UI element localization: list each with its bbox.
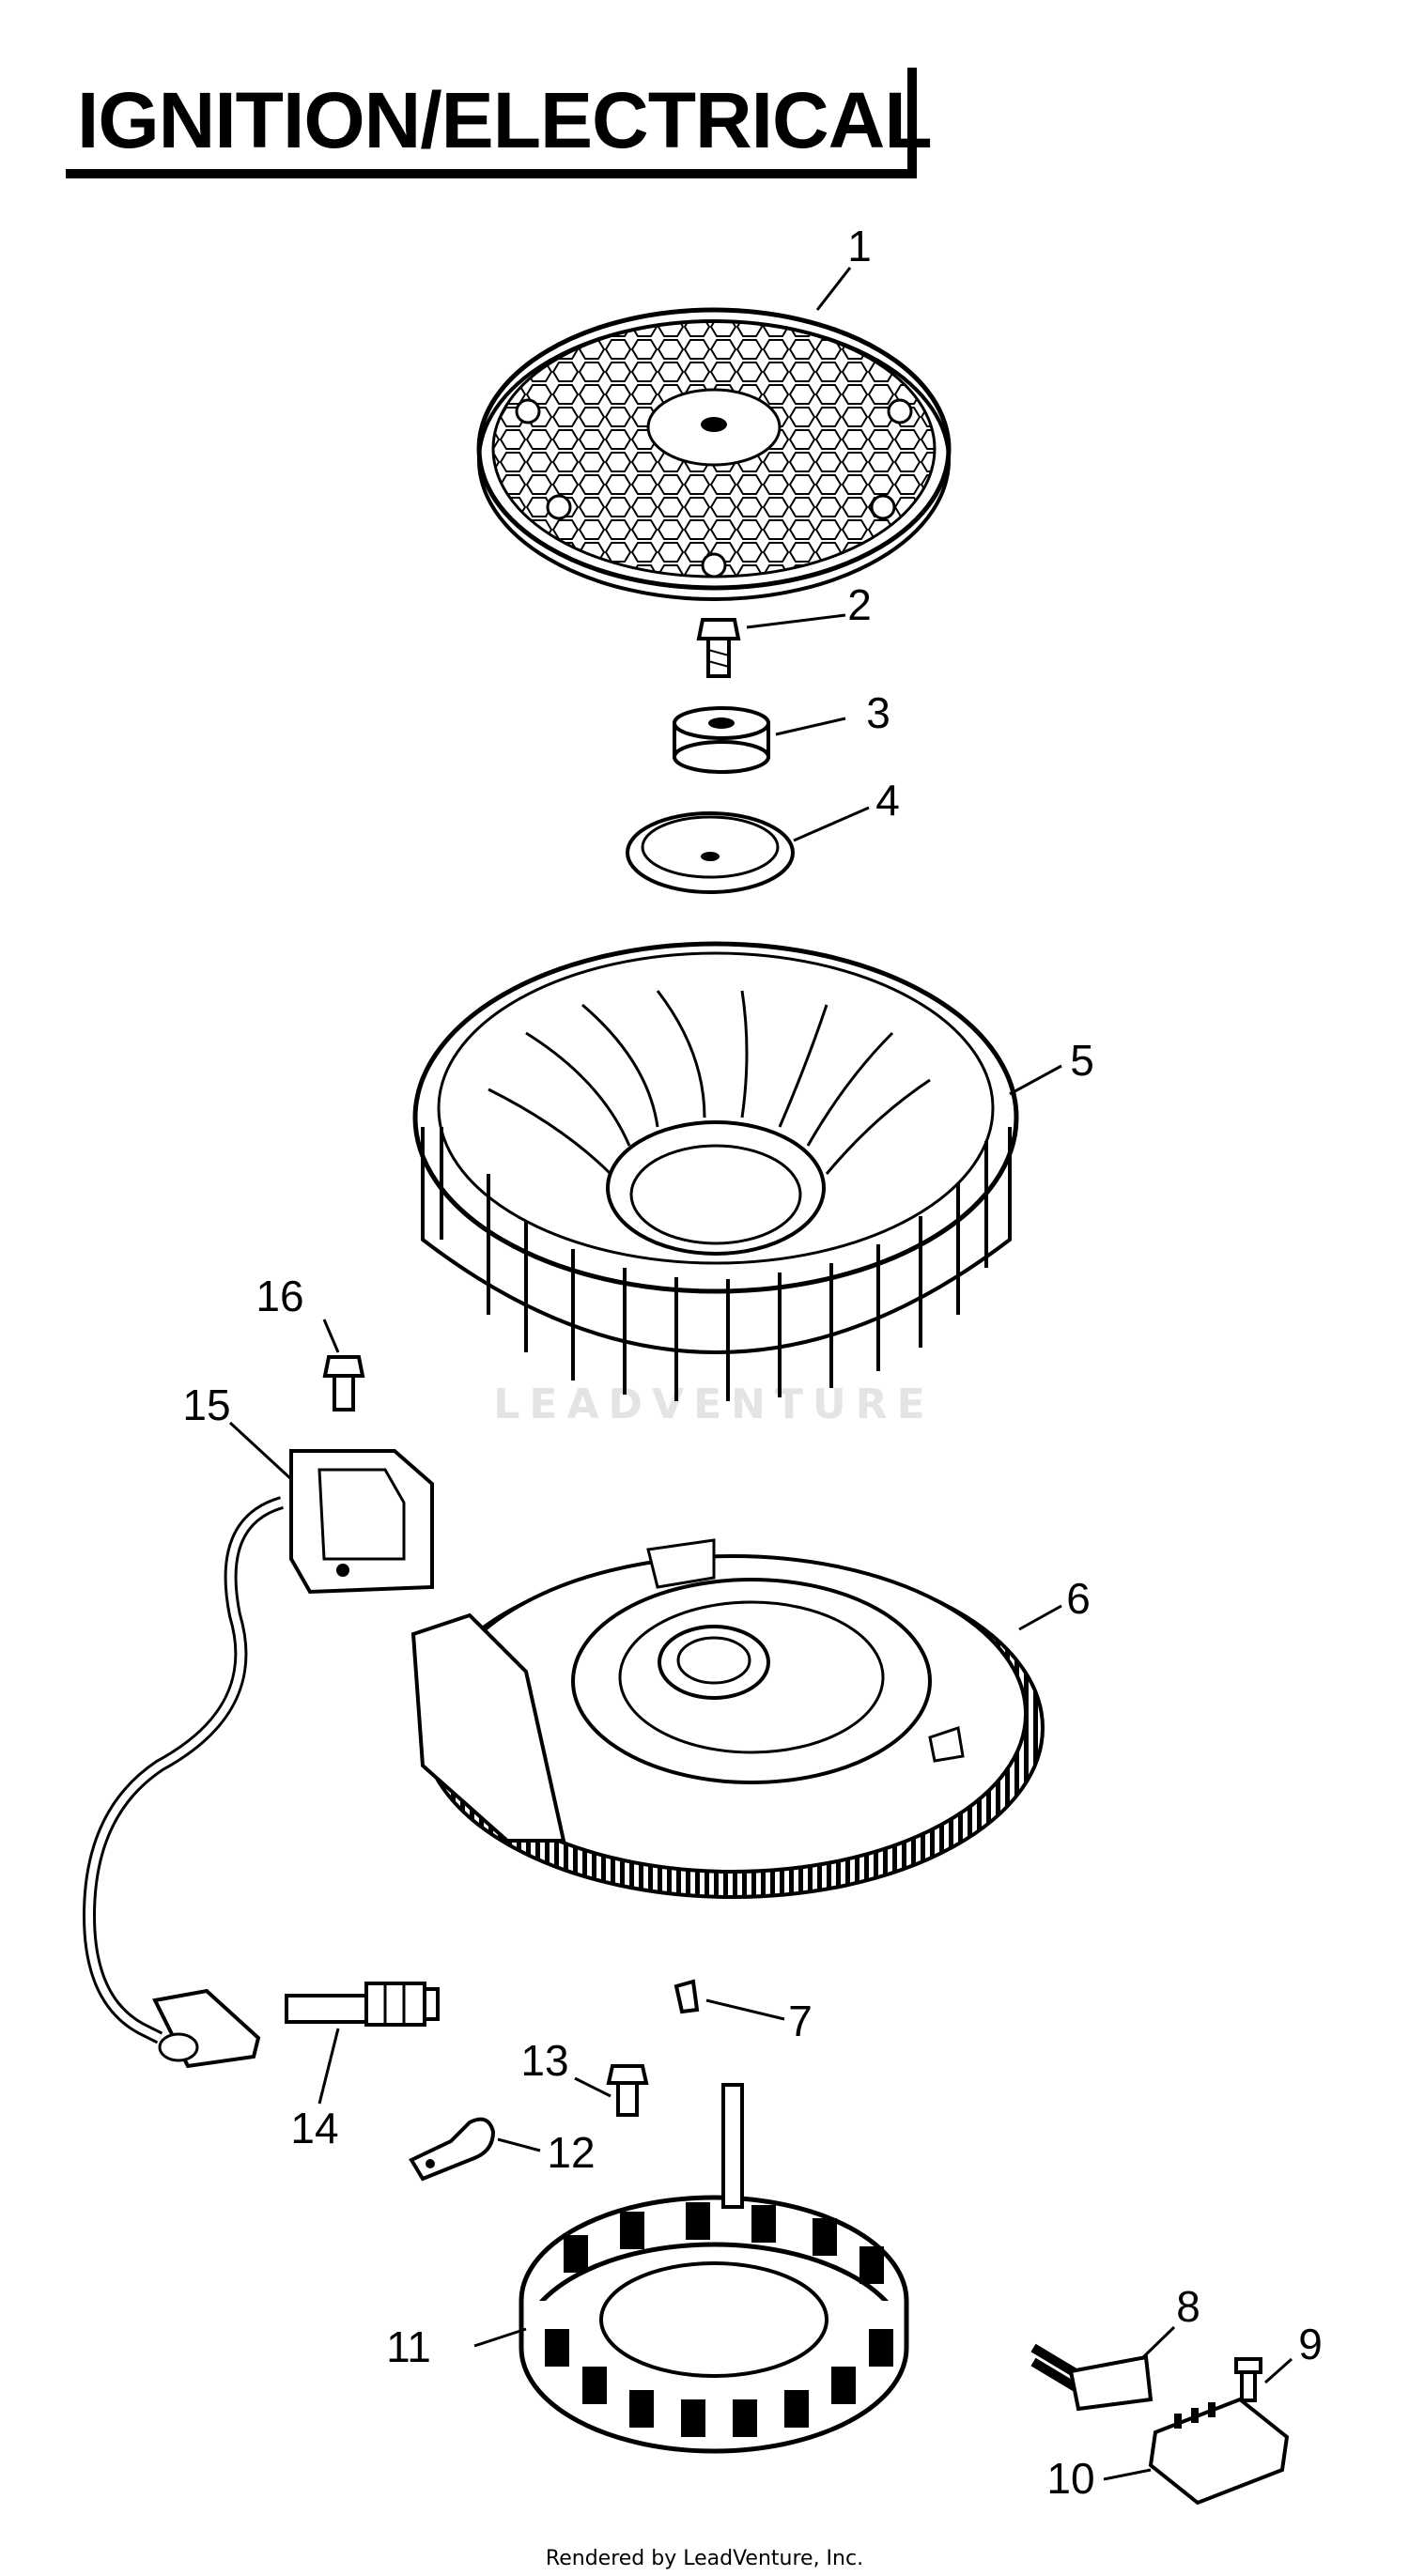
callout-8: 8 <box>1176 2282 1200 2331</box>
part-flywheel <box>410 1538 1045 1899</box>
title-underline <box>66 169 917 178</box>
part-screw-9 <box>1234 2357 1262 2402</box>
callout-12: 12 <box>547 2128 595 2177</box>
callout-4: 4 <box>875 776 900 825</box>
part-fan-screen <box>476 307 952 601</box>
part-ignition-module <box>82 1449 434 2069</box>
leader-lines <box>228 267 1293 2481</box>
part-cooling-fan <box>412 941 1019 1401</box>
callout-15: 15 <box>182 1381 230 1429</box>
diagram-title: IGNITION/ELECTRICAL <box>77 76 933 164</box>
part-retainer-plate <box>626 811 795 894</box>
part-rectifier-regulator <box>1148 2397 1290 2506</box>
callout-6: 6 <box>1066 1574 1091 1623</box>
callout-13: 13 <box>520 2036 568 2085</box>
part-key <box>674 1979 700 2014</box>
callout-1: 1 <box>847 222 872 270</box>
part-clip <box>409 2117 496 2182</box>
watermark-text: LEADVENTURE <box>493 1381 934 1428</box>
footer-credit: Rendered by LeadVenture, Inc. <box>545 2547 864 2570</box>
part-washer <box>673 706 770 774</box>
callout-5: 5 <box>1070 1036 1094 1085</box>
title-right-rule <box>907 68 917 178</box>
callout-2: 2 <box>847 580 872 629</box>
part-screw-16 <box>322 1355 365 1411</box>
part-bolt <box>696 618 741 678</box>
part-spark-plug <box>285 1982 440 2027</box>
callout-14: 14 <box>290 2104 338 2152</box>
callout-10: 10 <box>1046 2454 1094 2503</box>
title-box: IGNITION/ELECTRICAL <box>66 68 933 178</box>
callout-labels: 1 2 3 4 5 6 7 8 9 10 11 12 13 14 15 16 <box>182 222 1322 2503</box>
part-screw-13 <box>606 2064 649 2117</box>
part-connector <box>1030 2343 1154 2412</box>
callout-7: 7 <box>788 1997 813 2045</box>
callout-9: 9 <box>1298 2320 1323 2368</box>
part-stator <box>519 2083 909 2454</box>
callout-16: 16 <box>255 1272 303 1320</box>
callout-3: 3 <box>866 688 890 737</box>
callout-11: 11 <box>386 2322 431 2371</box>
